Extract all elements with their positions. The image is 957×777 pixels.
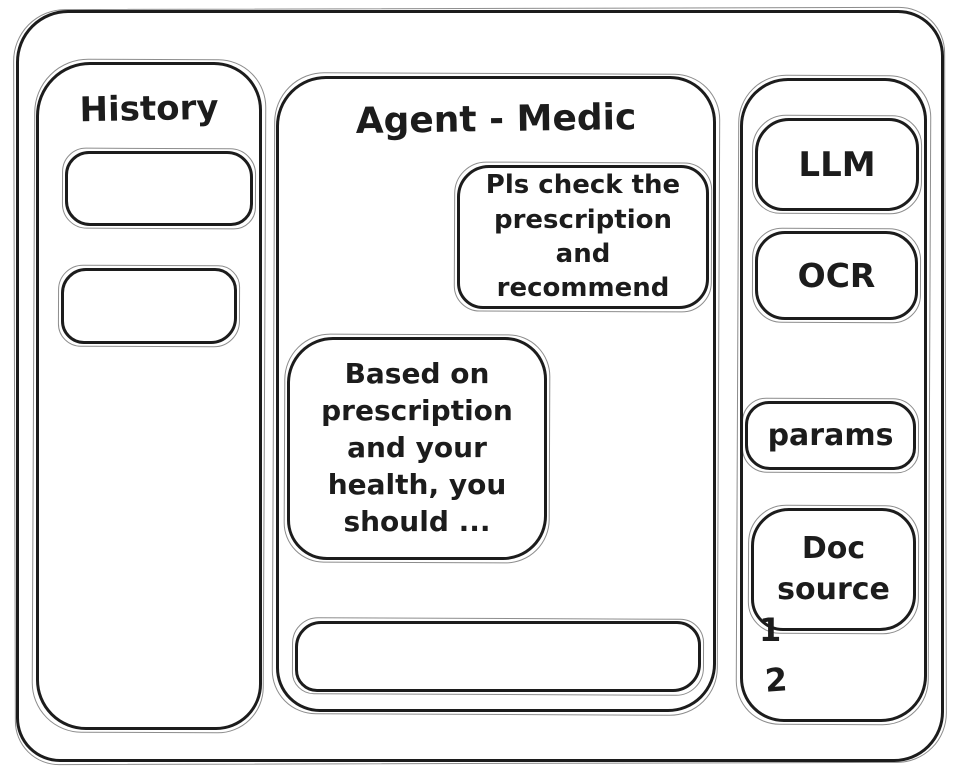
- chat-message-text: Pls check the prescription and recommend: [485, 170, 681, 304]
- chat-panel: Agent - Medic Pls check the prescription…: [276, 76, 716, 712]
- doc-source-item-1[interactable]: 1: [759, 611, 782, 649]
- llm-button[interactable]: LLM: [755, 118, 919, 211]
- params-button[interactable]: params: [745, 401, 916, 470]
- llm-button-label: LLM: [798, 144, 876, 185]
- history-panel: History: [36, 62, 262, 730]
- doc-source-item-2[interactable]: 2: [763, 660, 789, 700]
- composer-bar[interactable]: [295, 621, 701, 692]
- doc-source-button-label: Doc source: [777, 531, 890, 607]
- tools-panel: LLM OCR params Doc source 1 2: [740, 78, 927, 722]
- chat-message-text: Based on prescription and your health, y…: [321, 357, 513, 538]
- history-panel-title: History: [79, 87, 219, 131]
- message-input[interactable]: [298, 624, 698, 689]
- chat-message-user: Pls check the prescription and recommend: [457, 165, 709, 309]
- history-item[interactable]: [65, 151, 253, 226]
- chat-message-assistant: Based on prescription and your health, y…: [287, 337, 547, 560]
- params-button-label: params: [767, 418, 894, 453]
- chat-panel-title: Agent - Medic: [355, 97, 637, 142]
- ocr-button-label: OCR: [797, 256, 876, 295]
- ocr-button[interactable]: OCR: [755, 231, 918, 320]
- doc-source-button[interactable]: Doc source: [751, 508, 916, 631]
- history-item[interactable]: [61, 268, 237, 344]
